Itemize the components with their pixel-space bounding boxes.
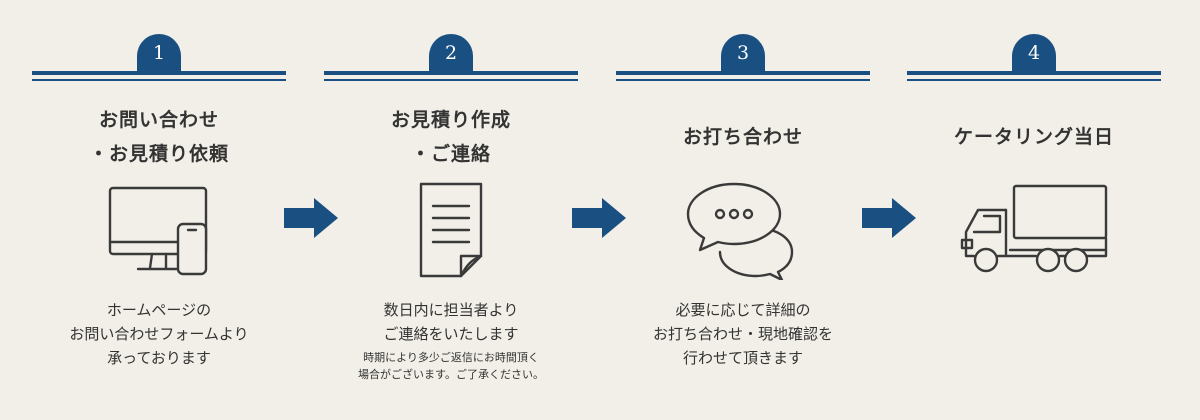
step-title: お打ち合わせ: [616, 120, 870, 154]
step-title: ケータリング当日: [907, 120, 1161, 154]
step-title-line: お問い合わせ: [98, 109, 219, 131]
step-description-line: お打ち合わせ・現地確認を: [652, 325, 833, 343]
step-description-line: 必要に応じて詳細の: [675, 301, 811, 319]
step-title: お見積り作成 ・ご連絡: [324, 103, 578, 171]
chat-bubbles-icon: [616, 180, 870, 280]
step-rule-thin: [616, 79, 870, 81]
step-title-line: ・お見積り依頼: [88, 143, 229, 165]
step-description-line: 行わせて頂きます: [682, 349, 803, 367]
step-description: 必要に応じて詳細の お打ち合わせ・現地確認を 行わせて頂きます: [616, 298, 870, 370]
arrow-right-icon: [572, 196, 628, 244]
step-description: ホームページの お問い合わせフォームより 承っております: [32, 298, 286, 370]
step-description-line: 承っております: [107, 349, 211, 367]
step-rule-thin: [32, 79, 286, 81]
arrow-right-icon: [862, 196, 918, 244]
step-note-line: 時期により多少ご返信にお時間頂く: [363, 351, 539, 364]
step-title-line: お見積り作成: [390, 109, 511, 131]
step-title-line: ・ご連絡: [410, 143, 491, 165]
step-title-line: お打ち合わせ: [682, 126, 803, 148]
step-rule-thin: [324, 79, 578, 81]
step-rule: [616, 71, 870, 75]
step-title: お問い合わせ ・お見積り依頼: [32, 103, 286, 171]
step-description-line: ホームページの: [106, 301, 212, 319]
step-number-badge: 1: [137, 34, 181, 73]
step-note: 時期により多少ご返信にお時間頂く 場合がございます。ご了承ください。: [324, 349, 578, 383]
step-number-badge: 3: [721, 34, 765, 73]
step-description: 数日内に担当者より ご連絡をいたします: [324, 298, 578, 346]
step-number-badge: 4: [1012, 34, 1056, 73]
step-description-line: お問い合わせフォームより: [69, 325, 249, 343]
document-icon: [324, 180, 578, 280]
step-description-line: ご連絡をいたします: [383, 325, 519, 343]
step-rule: [907, 71, 1161, 75]
truck-icon: [907, 180, 1161, 280]
step-rule: [324, 71, 578, 75]
step-description-line: 数日内に担当者より: [383, 301, 519, 319]
step-title-line: ケータリング当日: [953, 126, 1114, 148]
step-rule-thin: [907, 79, 1161, 81]
computer-phone-icon: [32, 180, 286, 280]
step-number-badge: 2: [429, 34, 473, 73]
arrow-right-icon: [284, 196, 340, 244]
step-note-line: 場合がございます。ご了承ください。: [358, 368, 544, 381]
step-rule: [32, 71, 286, 75]
